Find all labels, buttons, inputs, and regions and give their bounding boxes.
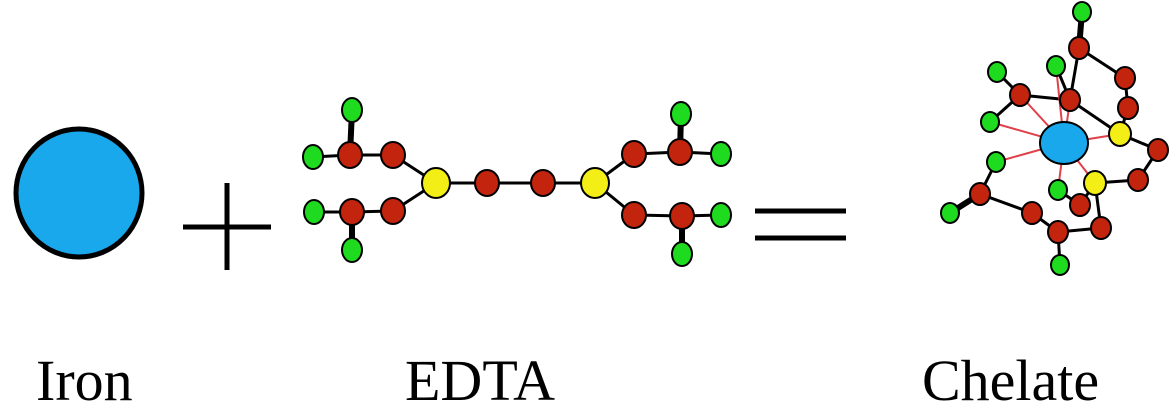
carbon-atom [530,169,556,197]
carbon-atom [1127,168,1149,192]
oxygen-atom [987,61,1007,83]
oxygen-atom [341,237,363,263]
carbon-atom [339,198,365,226]
iron-label: Iron [36,348,133,413]
oxygen-atom [671,241,693,267]
carbon-atom [1059,88,1081,112]
plus-sign [183,183,271,270]
carbon-atom [1114,66,1136,90]
carbon-atom [1147,138,1169,162]
carbon-atom [1068,36,1090,60]
oxygen-atom [1048,179,1068,201]
carbon-atom [621,201,647,229]
oxygen-atom [303,199,325,225]
oxygen-atom [980,111,1000,133]
carbon-atom [474,169,500,197]
oxygen-atom [670,101,692,127]
carbon-atom [667,138,693,166]
edta-molecule [302,97,732,267]
carbon-atom [1069,193,1091,217]
carbon-atom [669,202,695,230]
iron-atom [13,126,145,260]
nitrogen-atom [580,167,610,199]
oxygen-atom [710,202,732,228]
chelate-complex [940,1,1169,276]
carbon-atom [621,140,647,168]
carbon-atom [1117,96,1139,120]
carbon-atom [1021,201,1043,225]
chelate-atoms [940,1,1169,276]
carbon-atom [1009,83,1031,107]
carbon-atom [380,197,406,225]
carbon-atom [1047,220,1069,244]
edta-label: EDTA [405,348,555,413]
carbon-atom [969,182,991,206]
nitrogen-atom [1083,170,1107,196]
nitrogen-atom [421,167,451,199]
chelate-label: Chelate [922,348,1100,413]
nitrogen-atom [1108,121,1132,147]
oxygen-atom [1072,1,1092,23]
equals-sign [755,208,846,241]
edta-bonds [312,109,722,254]
carbon-atom [1090,216,1112,240]
oxygen-atom [1050,254,1070,276]
oxygen-atom [341,97,363,123]
carbon-atom [337,141,363,169]
oxygen-atom [302,144,324,170]
iron-ion [1039,121,1089,165]
oxygen-atom [710,141,732,167]
oxygen-atom [986,151,1006,173]
edta-atoms [302,97,732,267]
oxygen-atom [1046,55,1066,77]
oxygen-atom [940,202,960,224]
carbon-atom [380,141,406,169]
